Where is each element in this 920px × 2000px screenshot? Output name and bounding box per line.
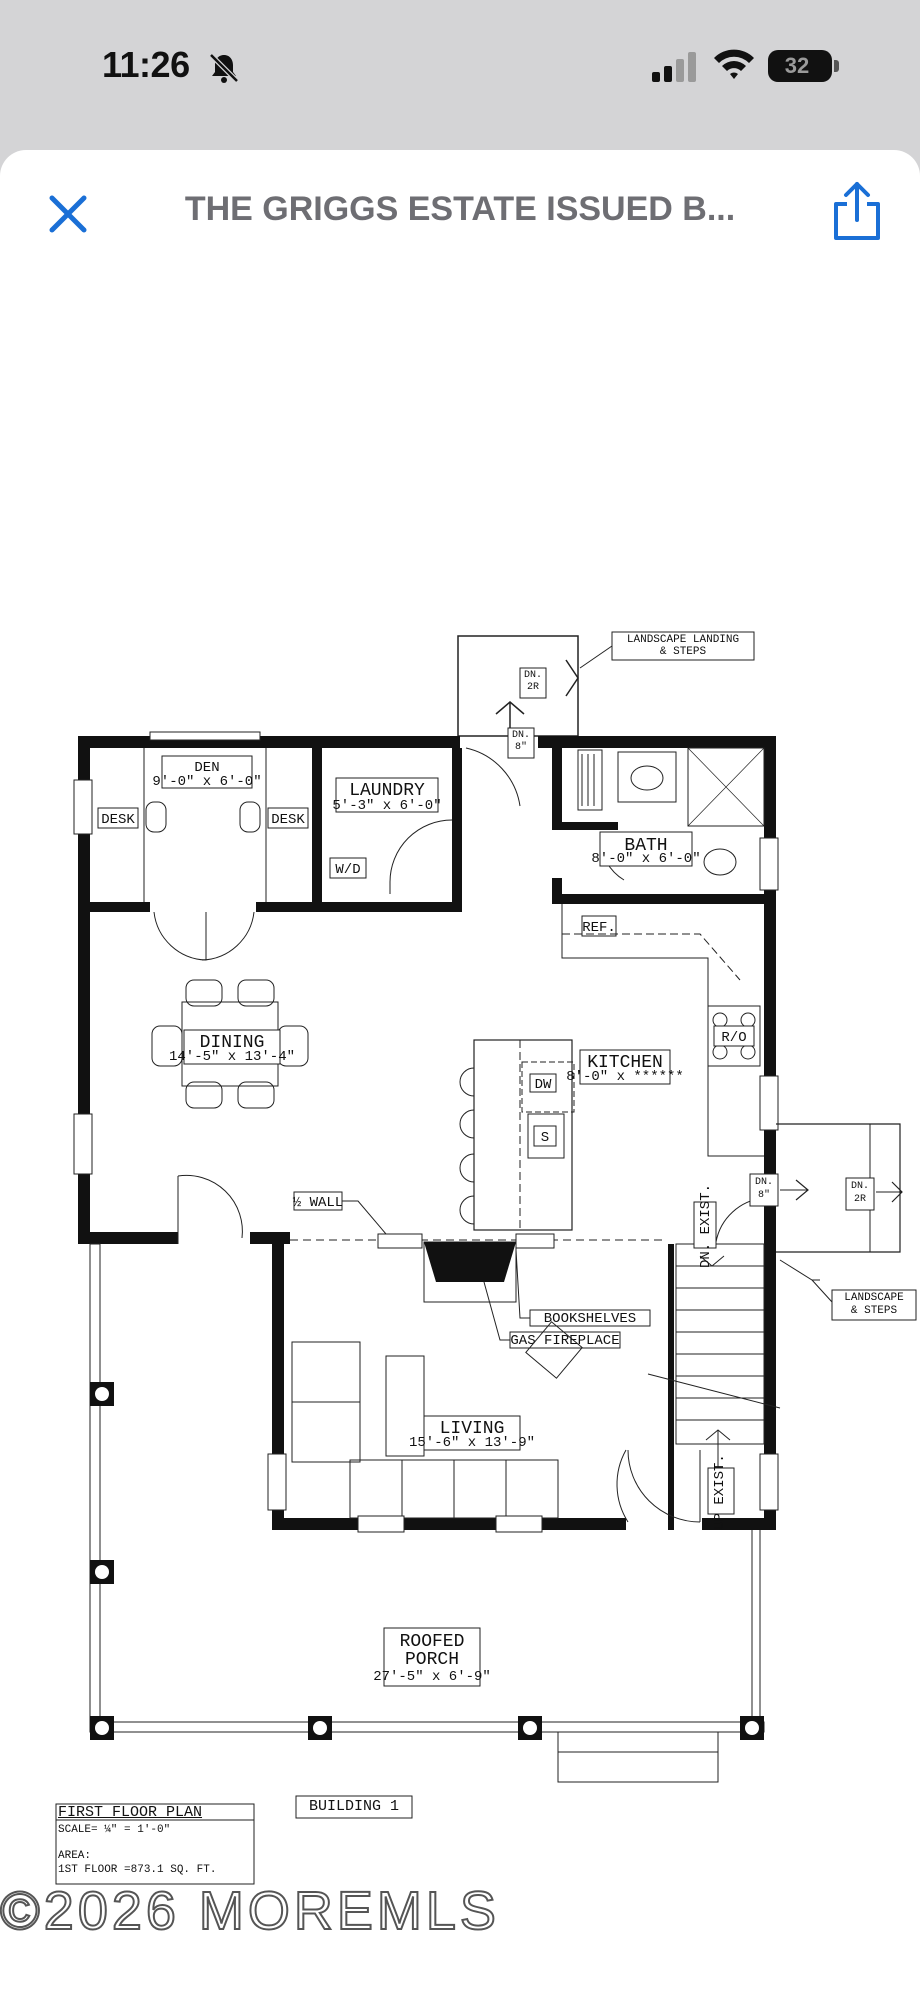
battery-icon: 32 <box>768 50 832 82</box>
sink-label: S <box>541 1130 549 1146</box>
landscape-steps-callout: LANDSCAPE & STEPS <box>844 1292 904 1317</box>
bath-size: 8'-0" x 6'-0" <box>591 851 700 867</box>
gas-fireplace-label: GAS FIREPLACE <box>510 1333 619 1349</box>
dn-8-right-label: DN. 8" <box>754 1177 773 1201</box>
kitchen-name: KITCHEN <box>587 1053 663 1073</box>
battery-cap <box>834 60 839 72</box>
title-block <box>55 1795 413 1885</box>
ref-label: REF. <box>582 920 616 936</box>
floor-plan-drawing: DEN 9'-0" x 6'-0" DESK DESK LAUNDRY 5'-3… <box>55 631 917 1885</box>
top-landing <box>457 631 755 740</box>
bookshelves-label: BOOKSHELVES <box>544 1311 636 1327</box>
floor-plan-title: FIRST FLOOR PLAN <box>58 1804 203 1821</box>
porch: ROOFED PORCH 27'-5" x 6'-9" <box>89 1243 765 1783</box>
status-bar: 11:26 32 <box>0 0 920 140</box>
dn-2r-right-label: DN. 2R <box>850 1181 869 1205</box>
desk-right-label: DESK <box>271 812 305 828</box>
desk-left-label: DESK <box>101 812 135 828</box>
bell-slash-icon <box>209 53 239 83</box>
close-icon[interactable] <box>40 186 96 242</box>
interior-walls <box>90 748 766 912</box>
dining-name: DINING <box>200 1033 265 1053</box>
laundry-size: 5'-3" x 6'-0" <box>332 798 441 814</box>
dw-label: DW <box>535 1077 552 1093</box>
den: DEN 9'-0" x 6'-0" DESK DESK <box>73 731 309 961</box>
range-label: R/O <box>721 1030 746 1046</box>
battery-level: 32 <box>784 53 810 78</box>
dn-exist-label: DN. EXIST. <box>698 1184 714 1268</box>
wifi-icon <box>714 49 754 79</box>
bath: BATH 8'-0" x 6'-0" <box>577 747 779 891</box>
area-value: 1ST FLOOR =873.1 SQ. FT. <box>58 1864 217 1876</box>
document-viewer-sheet: THE GRIGGS ESTATE ISSUED B... <box>0 150 920 2000</box>
viewer-header: THE GRIGGS ESTATE ISSUED B... <box>0 150 920 270</box>
right-landing <box>715 1123 917 1321</box>
dining: DINING 14'-5" x 13'-4" <box>73 979 309 1244</box>
plan-text-overlays: LANDSCAPE LANDING & STEPS DN. 2R DN. 8" … <box>0 450 920 1930</box>
laundry: LAUNDRY 5'-3" x 6'-0" W/D <box>329 777 453 894</box>
landscape-landing-callout: LANDSCAPE LANDING & STEPS <box>626 634 740 658</box>
wd-label: W/D <box>335 862 360 878</box>
kitchen: REF. R/O DW S KITCHEN 8'-0" x ****** <box>459 904 779 1231</box>
dn-8-top-label: DN. 8" <box>511 730 530 753</box>
floor-plan-scale: SCALE= ¼" = 1'-0" <box>58 1824 171 1836</box>
dn-2r-top-label: DN. 2R <box>523 670 542 693</box>
share-icon[interactable] <box>828 180 886 244</box>
laundry-name: LAUNDRY <box>349 781 425 801</box>
dining-size: 14'-5" x 13'-4" <box>169 1049 295 1065</box>
living: LIVING 15'-6" x 13'-9" <box>267 1341 701 1533</box>
den-size: 9'-0" x 6'-0" <box>152 774 261 790</box>
porch-size: 27'-5" x 6'-9" <box>373 1669 491 1685</box>
half-wall-fireplace: ½ WALL BOOKSHELVES GAS FIREPLACE <box>290 1191 664 1379</box>
up-exist-label: UP EXIST. <box>712 1454 728 1530</box>
cellular-signal-icon <box>652 52 696 82</box>
watermark: ©2026 MOREMLS <box>0 1880 500 1942</box>
porch-name-line2: PORCH <box>405 1650 459 1670</box>
area-label: AREA: <box>58 1850 92 1862</box>
living-size: 15'-6" x 13'-9" <box>409 1435 535 1451</box>
den-name: DEN <box>194 760 219 776</box>
status-time: 11:26 <box>102 44 190 85</box>
kitchen-size: 8'-0" x ****** <box>566 1069 684 1085</box>
half-wall-label: ½ WALL <box>293 1195 343 1211</box>
document-title: THE GRIGGS ESTATE ISSUED B... <box>184 190 736 228</box>
living-name: LIVING <box>440 1419 505 1439</box>
bath-name: BATH <box>624 836 667 856</box>
stairs: DN. EXIST. UP EXIST. <box>647 1184 781 1530</box>
porch-name-line1: ROOFED <box>400 1632 465 1652</box>
building-label: BUILDING 1 <box>308 1798 399 1815</box>
